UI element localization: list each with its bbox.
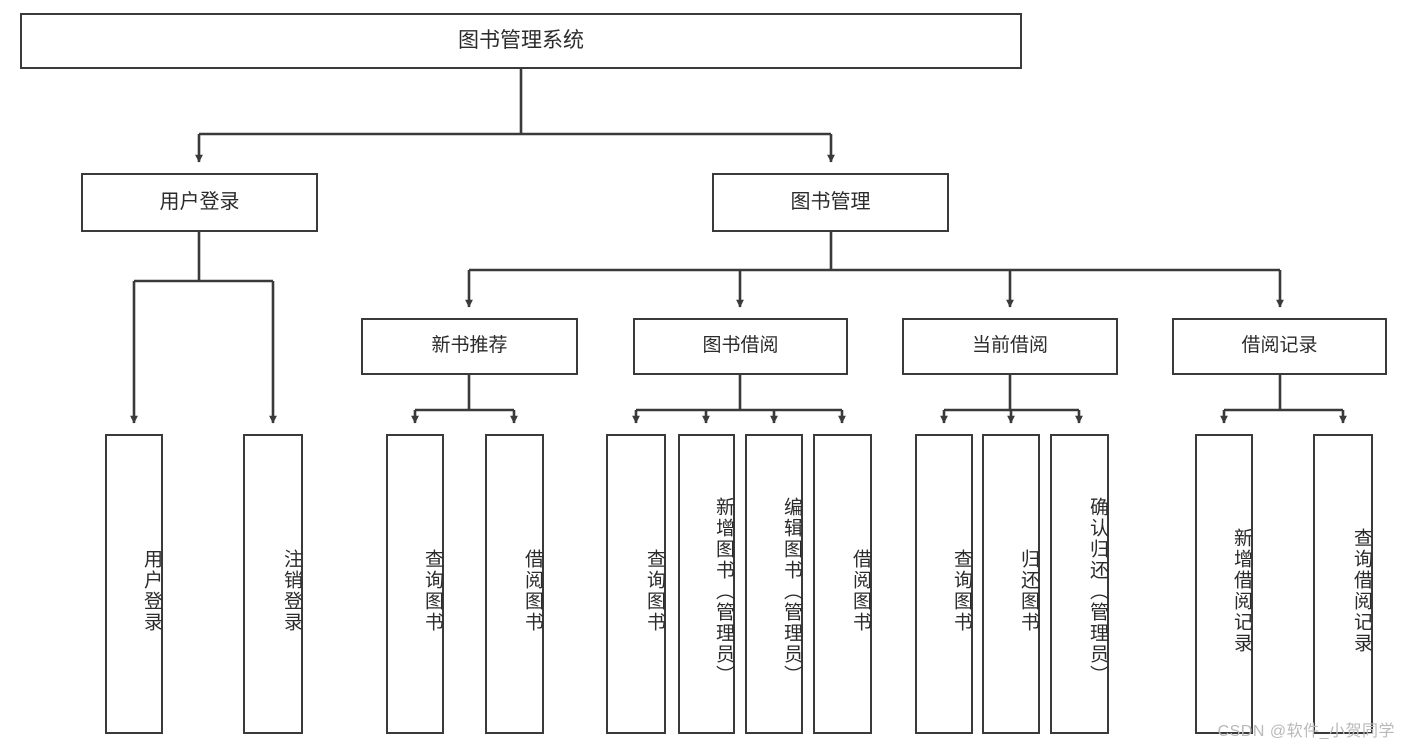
leaf-add-record[interactable]: 新增借阅记录	[1195, 434, 1253, 734]
leaf-return-book-label: 归还图书	[1018, 549, 1039, 633]
leaf-add-record-label: 新增借阅记录	[1231, 528, 1252, 654]
leaf-return-book[interactable]: 归还图书	[982, 434, 1040, 734]
node-current-borrow-label: 当前借阅	[971, 335, 1048, 357]
node-new-book-recommend[interactable]: 新书推荐	[361, 318, 578, 375]
leaf-query-record[interactable]: 查询借阅记录	[1313, 434, 1373, 734]
leaf-edit-book[interactable]: 编辑图书（管理员）	[745, 434, 803, 734]
node-root-system[interactable]: 图书管理系统	[20, 13, 1022, 69]
node-user-login-label: 用户登录	[159, 190, 240, 213]
leaf-user-login[interactable]: 用户登录	[105, 434, 163, 734]
leaf-add-book-label: 新增图书（管理员）	[713, 496, 734, 686]
leaf-edit-book-label: 编辑图书（管理员）	[781, 496, 802, 686]
leaf-borrow-book-2-label: 借阅图书	[850, 549, 871, 633]
csdn-watermark: CSDN @软件_小贺同学	[1217, 723, 1395, 740]
node-book-borrow-label: 图书借阅	[702, 335, 779, 357]
leaf-borrow-book-1-label: 借阅图书	[522, 549, 543, 633]
leaf-logout-label: 注销登录	[281, 549, 302, 633]
node-current-borrow[interactable]: 当前借阅	[902, 318, 1118, 375]
leaf-add-book[interactable]: 新增图书（管理员）	[678, 434, 735, 734]
node-root-label: 图书管理系统	[458, 28, 584, 52]
leaf-query-book-1[interactable]: 查询图书	[386, 434, 444, 734]
leaf-query-book-1-label: 查询图书	[422, 549, 443, 633]
node-new-book-recommend-label: 新书推荐	[431, 335, 508, 357]
node-user-login[interactable]: 用户登录	[81, 173, 318, 232]
leaf-confirm-return-label: 确认归还（管理员）	[1087, 496, 1108, 686]
leaf-user-login-label: 用户登录	[141, 549, 162, 633]
leaf-query-record-label: 查询借阅记录	[1351, 528, 1372, 654]
node-borrow-record-label: 借阅记录	[1241, 335, 1318, 357]
leaf-query-book-2[interactable]: 查询图书	[606, 434, 666, 734]
node-borrow-record[interactable]: 借阅记录	[1172, 318, 1387, 375]
leaf-borrow-book-1[interactable]: 借阅图书	[485, 434, 544, 734]
leaf-query-book-3-label: 查询图书	[951, 549, 972, 633]
node-book-borrow[interactable]: 图书借阅	[633, 318, 848, 375]
leaf-logout[interactable]: 注销登录	[243, 434, 303, 734]
node-book-manage-label: 图书管理	[790, 190, 871, 213]
leaf-query-book-2-label: 查询图书	[644, 549, 665, 633]
leaf-confirm-return[interactable]: 确认归还（管理员）	[1050, 434, 1109, 734]
leaf-borrow-book-2[interactable]: 借阅图书	[813, 434, 872, 734]
leaf-query-book-3[interactable]: 查询图书	[915, 434, 973, 734]
node-book-manage[interactable]: 图书管理	[712, 173, 949, 232]
